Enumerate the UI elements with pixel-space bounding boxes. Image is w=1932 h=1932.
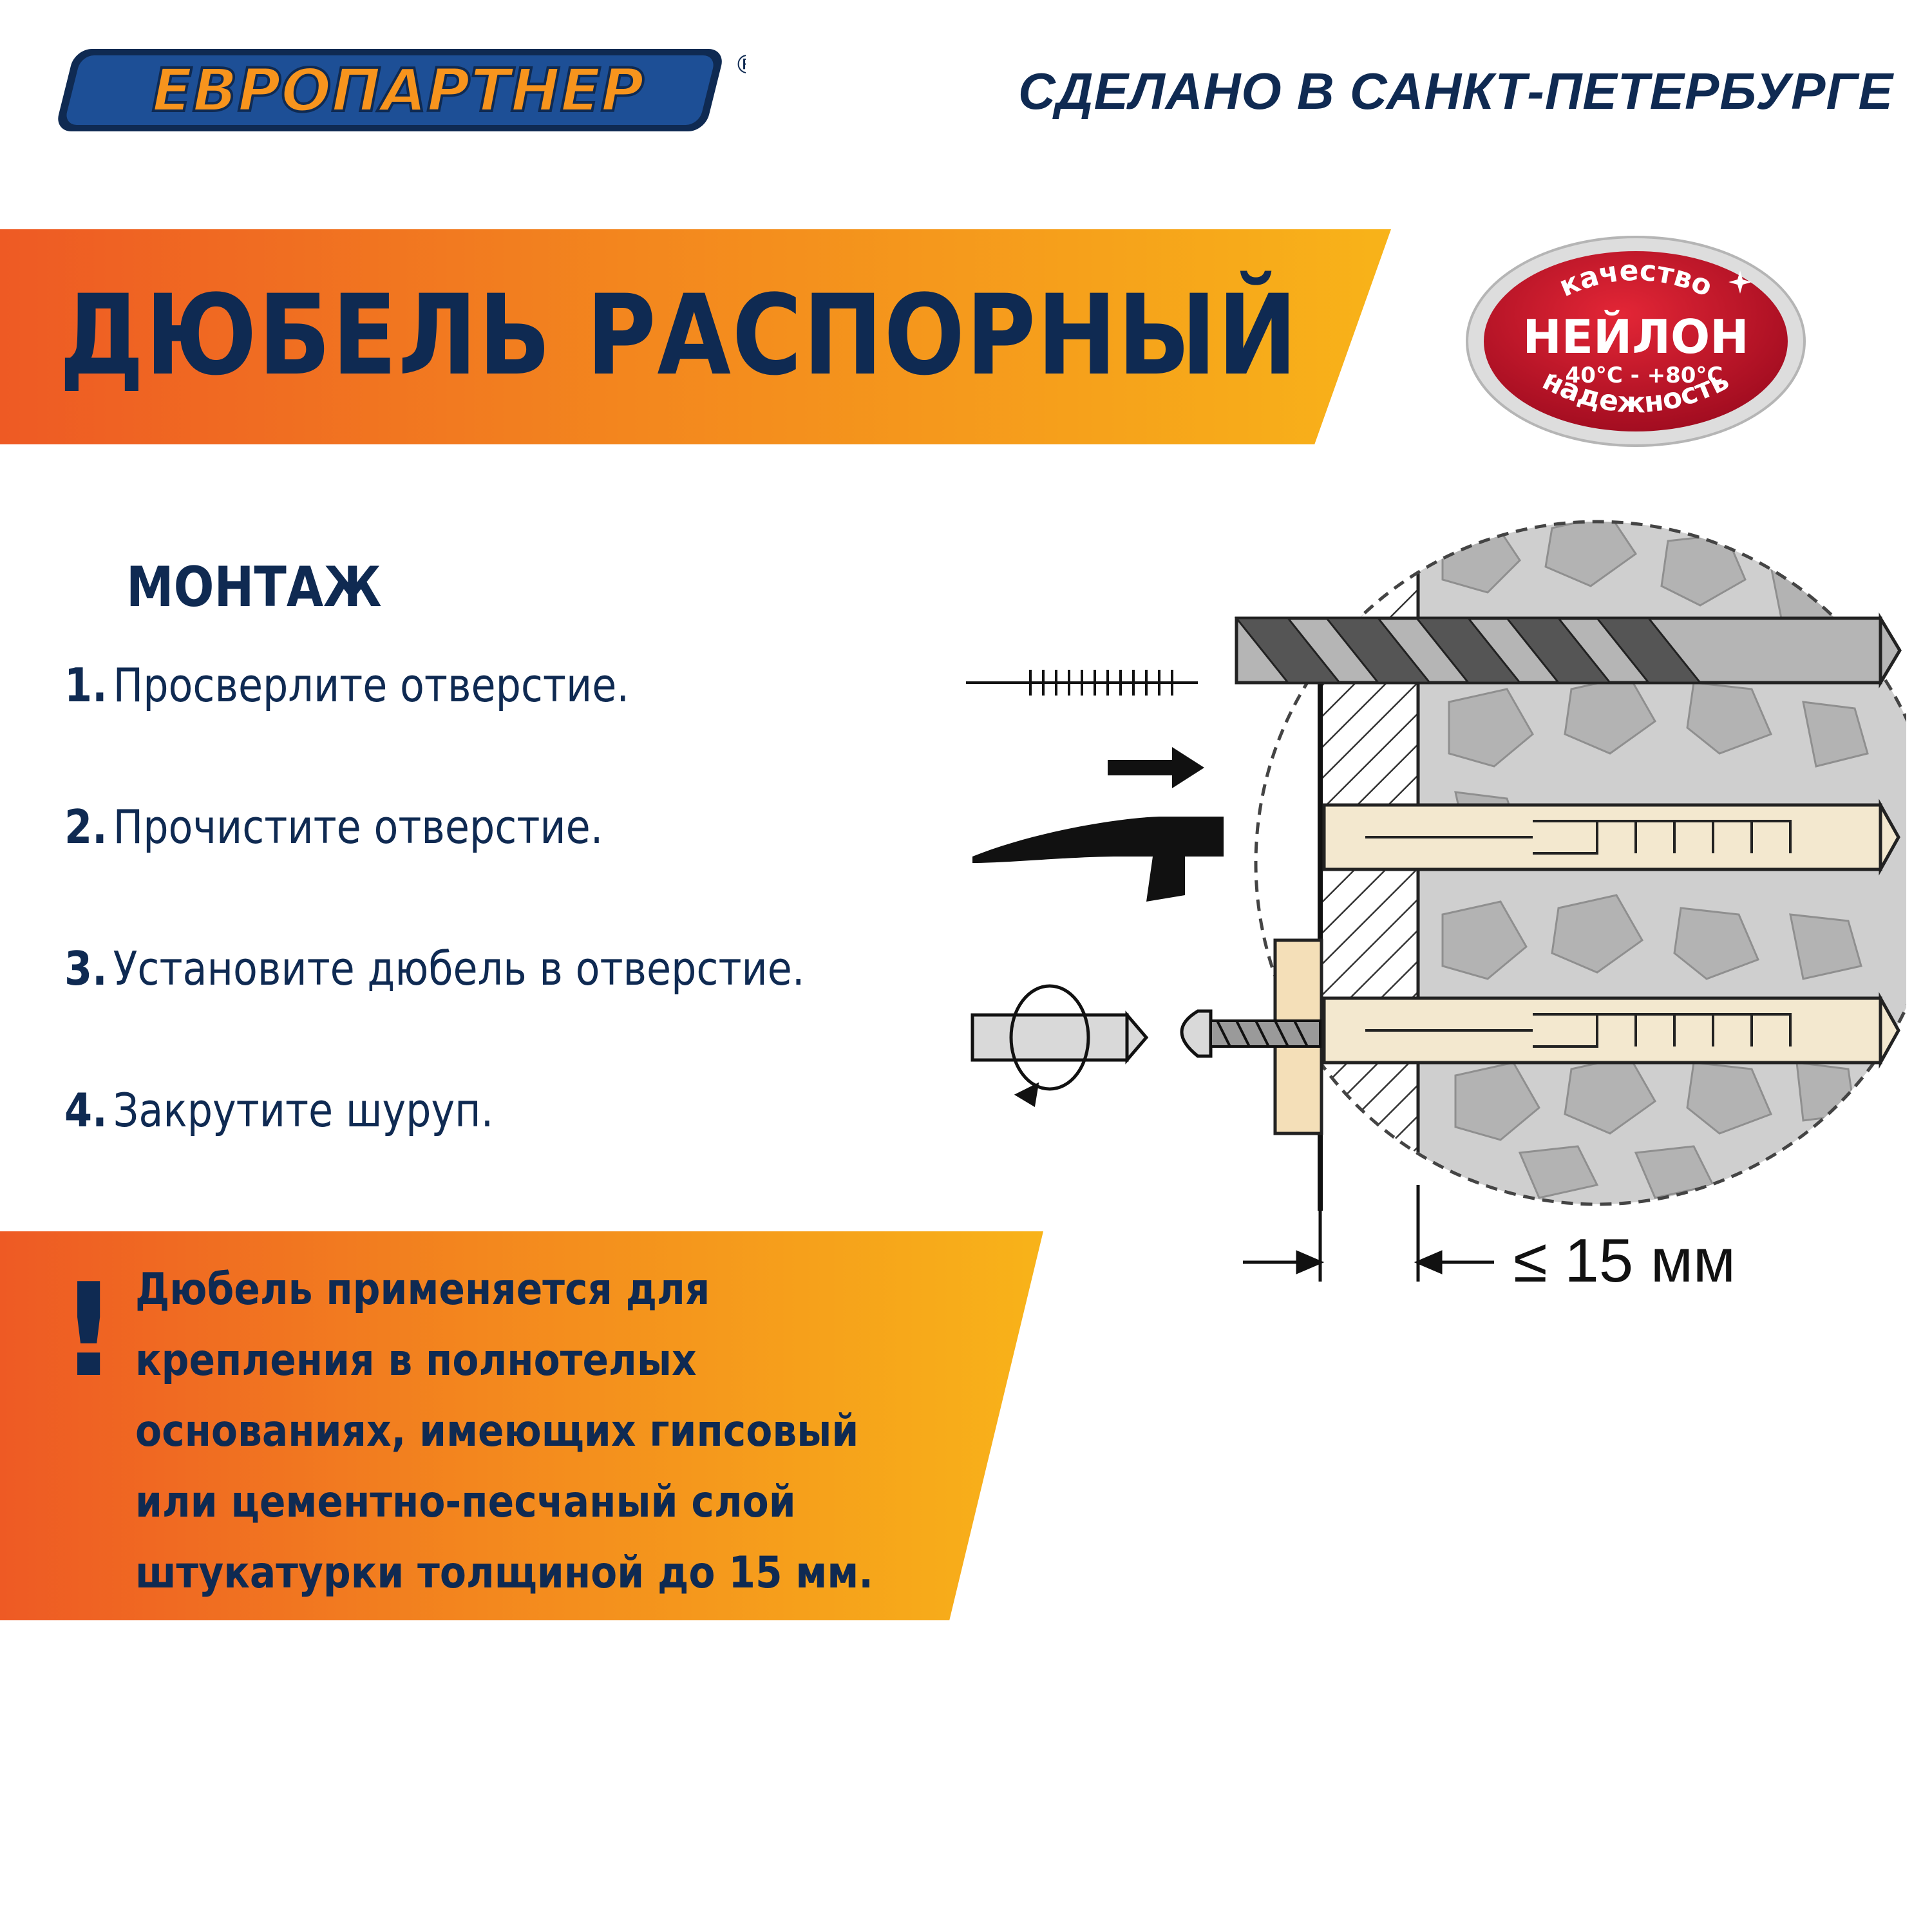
step-4: 4.Закрутите шуруп.	[64, 1083, 493, 1137]
warning-line: основаниях, имеющих гипсовый	[135, 1406, 859, 1457]
dowel-inserted	[1322, 799, 1900, 876]
warning-text: Дюбель применяется для крепления в полно…	[135, 1255, 929, 1609]
brand-name: ЕВРОПАРТНЕР	[152, 56, 644, 125]
warning-line: штукатурки толщиной до 15 мм.	[135, 1548, 873, 1598]
arrow-right-icon	[1108, 747, 1204, 788]
sparkle-icon	[1728, 270, 1752, 294]
step-1: 1.Просверлите отверстие.	[64, 658, 629, 712]
installation-diagram: ≤ 15 мм	[966, 520, 1906, 1295]
dimension-label: ≤ 15 мм	[1513, 1226, 1736, 1295]
title-banner	[0, 229, 1391, 444]
plaster-thickness-dimension	[1243, 1140, 1494, 1282]
cutaway-outline	[1254, 520, 1906, 1206]
brand-logo: ЕВРОПАРТНЕР ®	[58, 49, 746, 131]
step-text: Закрутите шуруп.	[113, 1083, 494, 1137]
dowel-with-screw	[1322, 992, 1900, 1069]
warning-banner	[0, 1231, 1043, 1620]
product-title: ДЮБЕЛЬ РАСПОРНЫЙ	[59, 270, 1299, 400]
screwdriver-bit-icon	[971, 1010, 1149, 1065]
step-number: 2.	[64, 800, 108, 854]
warning-line: Дюбель применяется для	[135, 1264, 710, 1315]
drill-bit	[1234, 612, 1902, 689]
made-in-tagline: СДЕЛАНО В САНКТ-ПЕТЕРБУРГЕ	[1018, 62, 1893, 120]
warning-line: или цементно-песчаный слой	[135, 1477, 796, 1528]
warning-line: крепления в полнотелых	[135, 1335, 697, 1386]
badge-main-text: НЕЙЛОН	[1523, 310, 1749, 364]
registered-mark: ®	[734, 50, 746, 80]
step-number: 1.	[64, 658, 108, 712]
step-text: Прочистите отверстие.	[113, 800, 603, 854]
exclamation-icon: !	[59, 1256, 118, 1406]
step-2: 2.Прочистите отверстие.	[64, 800, 603, 854]
hammer-icon	[972, 817, 1224, 902]
step-text: Установите дюбель в отверстие.	[113, 942, 805, 996]
nylon-quality-badge: качество НЕЙЛОН - 40°C - +80°C надежност…	[1466, 236, 1806, 447]
mounting-heading: МОНТАЖ	[126, 555, 382, 620]
rotation-arrow-icon	[1009, 984, 1090, 1108]
step-3: 3.Установите дюбель в отверстие.	[64, 942, 805, 996]
step-text: Просверлите отверстие.	[113, 658, 630, 712]
cleaning-brush-icon	[966, 670, 1198, 696]
screw-icon	[1180, 1009, 1321, 1058]
badge-temp-text: - 40°C - +80°C	[1549, 363, 1723, 388]
step-number: 3.	[64, 942, 108, 996]
step-number: 4.	[64, 1083, 108, 1137]
